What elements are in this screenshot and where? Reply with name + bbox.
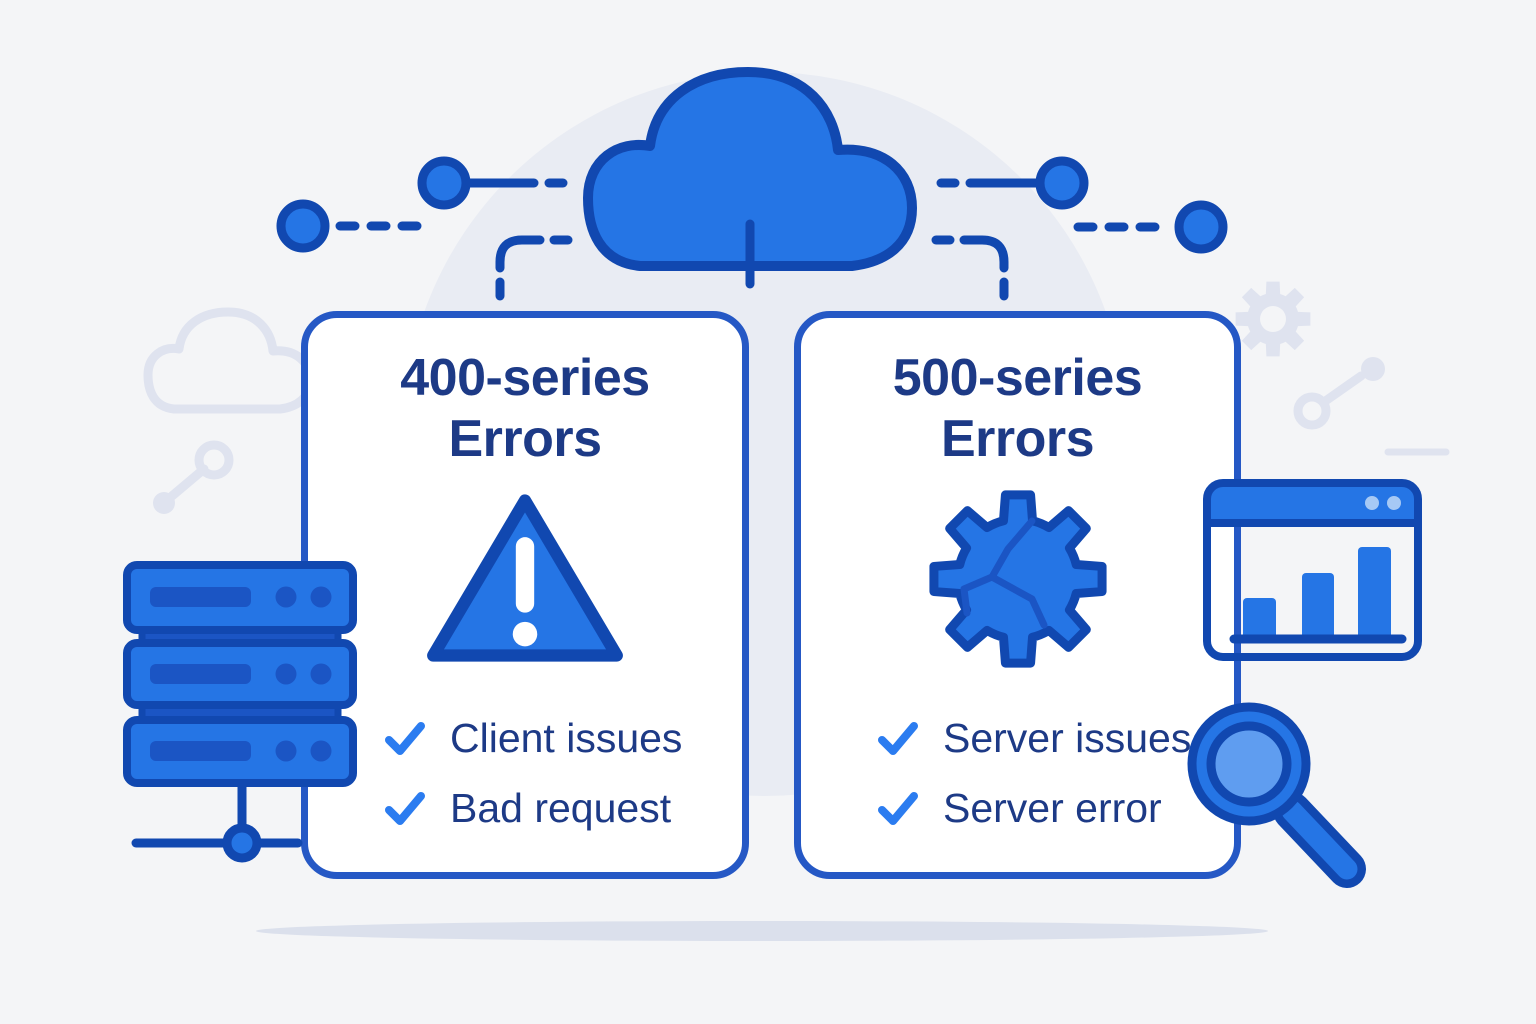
checklist-label: Client issues	[450, 715, 683, 761]
card-title: 400-series Errors	[400, 348, 650, 470]
checklist-label: Server issues	[943, 715, 1192, 761]
crack-line	[988, 573, 1047, 629]
card-icon-wrap	[423, 484, 627, 674]
window-header-dot	[1365, 496, 1379, 510]
checkmark-icon	[385, 722, 425, 755]
cloud-icon	[583, 67, 917, 289]
checklist-item: Bad request	[384, 784, 742, 832]
network-node-dot	[222, 823, 262, 863]
card-title: 500-series Errors	[892, 348, 1143, 470]
connector-node-dots	[931, 156, 1228, 301]
checklist-label: Bad request	[450, 785, 672, 831]
bar-chart-icon	[1229, 547, 1407, 644]
magnifier-lens	[1206, 721, 1292, 807]
checkmark-icon	[385, 792, 425, 825]
card-title-line1: 400-series	[400, 349, 650, 407]
card-title-line2: Errors	[448, 410, 602, 468]
exclamation-bar	[515, 537, 535, 613]
card-title-line1: 500-series	[892, 349, 1143, 407]
checklist-item: Server issues	[877, 714, 1234, 762]
gear-silhouette-icon	[1235, 281, 1311, 357]
checklist-item: Server error	[877, 784, 1234, 832]
checkmark-icon	[878, 722, 918, 755]
server-stack-icon	[123, 561, 357, 863]
checklist: Client issues Bad request	[308, 714, 742, 832]
exclamation-dot	[512, 621, 538, 647]
commit-branch-icon	[1293, 357, 1385, 430]
card-icon-wrap	[918, 484, 1118, 674]
checklist-label: Server error	[943, 785, 1162, 831]
card-title-line2: Errors	[940, 410, 1095, 468]
window-header-dot	[1387, 496, 1401, 510]
card-server-errors: 500-series Errors Server issues Server	[794, 311, 1241, 879]
checkmark-icon	[878, 792, 918, 825]
analytics-window-icon	[1203, 479, 1422, 661]
ground-shadow	[256, 921, 1268, 941]
magnifier-icon	[1187, 702, 1366, 888]
checklist: Server issues Server error	[801, 714, 1234, 832]
warning-triangle-icon	[427, 494, 623, 662]
cracked-gear-icon	[928, 490, 1107, 668]
card-client-errors: 400-series Errors Client issues Bad re	[301, 311, 749, 879]
window-header	[1207, 483, 1418, 523]
commit-branch-icon	[153, 440, 234, 514]
checklist-item: Client issues	[384, 714, 742, 762]
connector-node-dots	[276, 156, 573, 301]
